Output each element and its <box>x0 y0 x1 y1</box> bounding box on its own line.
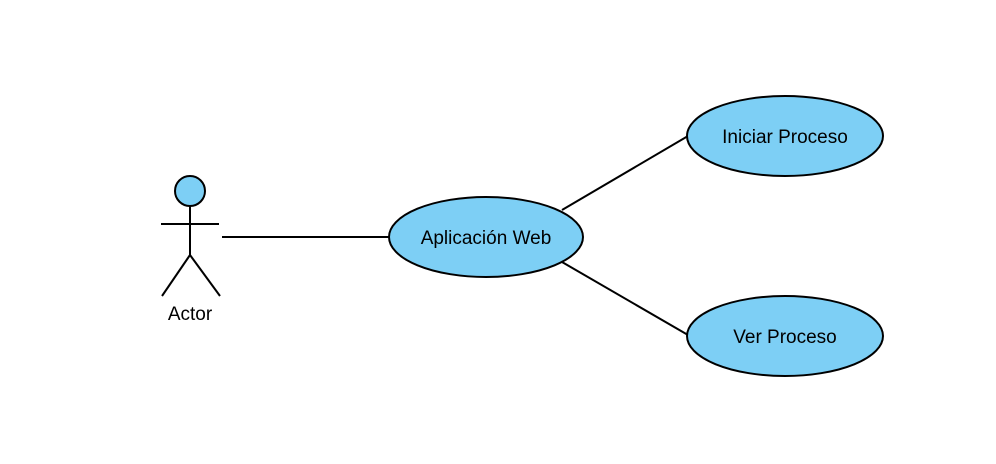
actor-label: Actor <box>168 304 213 325</box>
use-case-view[interactable]: Ver Proceso <box>686 295 884 377</box>
use-case-start-label: Iniciar Proceso <box>722 127 848 148</box>
connector-app-to-start <box>561 135 689 211</box>
actor-left-leg <box>161 254 191 297</box>
use-case-app[interactable]: Aplicación Web <box>388 196 584 278</box>
actor-figure[interactable] <box>161 175 221 297</box>
use-case-view-label: Ver Proceso <box>733 327 837 348</box>
use-case-app-label: Aplicación Web <box>421 228 552 249</box>
use-case-start-ellipse <box>686 95 884 177</box>
use-case-app-ellipse <box>388 196 584 278</box>
actor-right-leg <box>189 254 221 297</box>
actor-head <box>174 175 206 207</box>
connector-app-to-view <box>561 261 689 336</box>
use-case-view-ellipse <box>686 295 884 377</box>
use-case-start[interactable]: Iniciar Proceso <box>686 95 884 177</box>
